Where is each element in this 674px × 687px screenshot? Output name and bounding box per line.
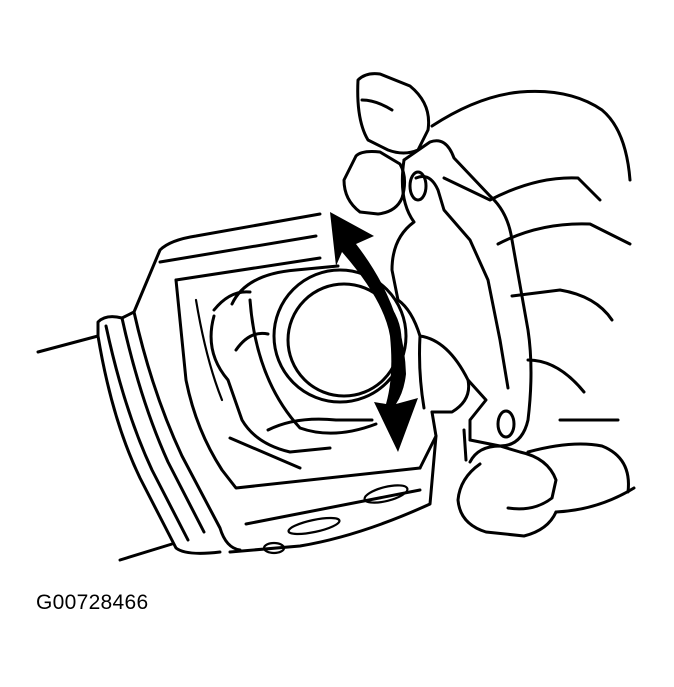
inner-race	[209, 264, 378, 470]
hand-lower	[456, 418, 636, 538]
hand-upper	[342, 72, 632, 394]
bearing-cup	[272, 268, 408, 404]
axle-shaft	[36, 334, 174, 562]
figure-id-label: G00728466	[36, 591, 149, 614]
rotation-arrow	[330, 212, 418, 452]
joint-flange	[390, 139, 533, 462]
joint-boot	[96, 212, 438, 555]
housing-slots	[194, 298, 409, 555]
